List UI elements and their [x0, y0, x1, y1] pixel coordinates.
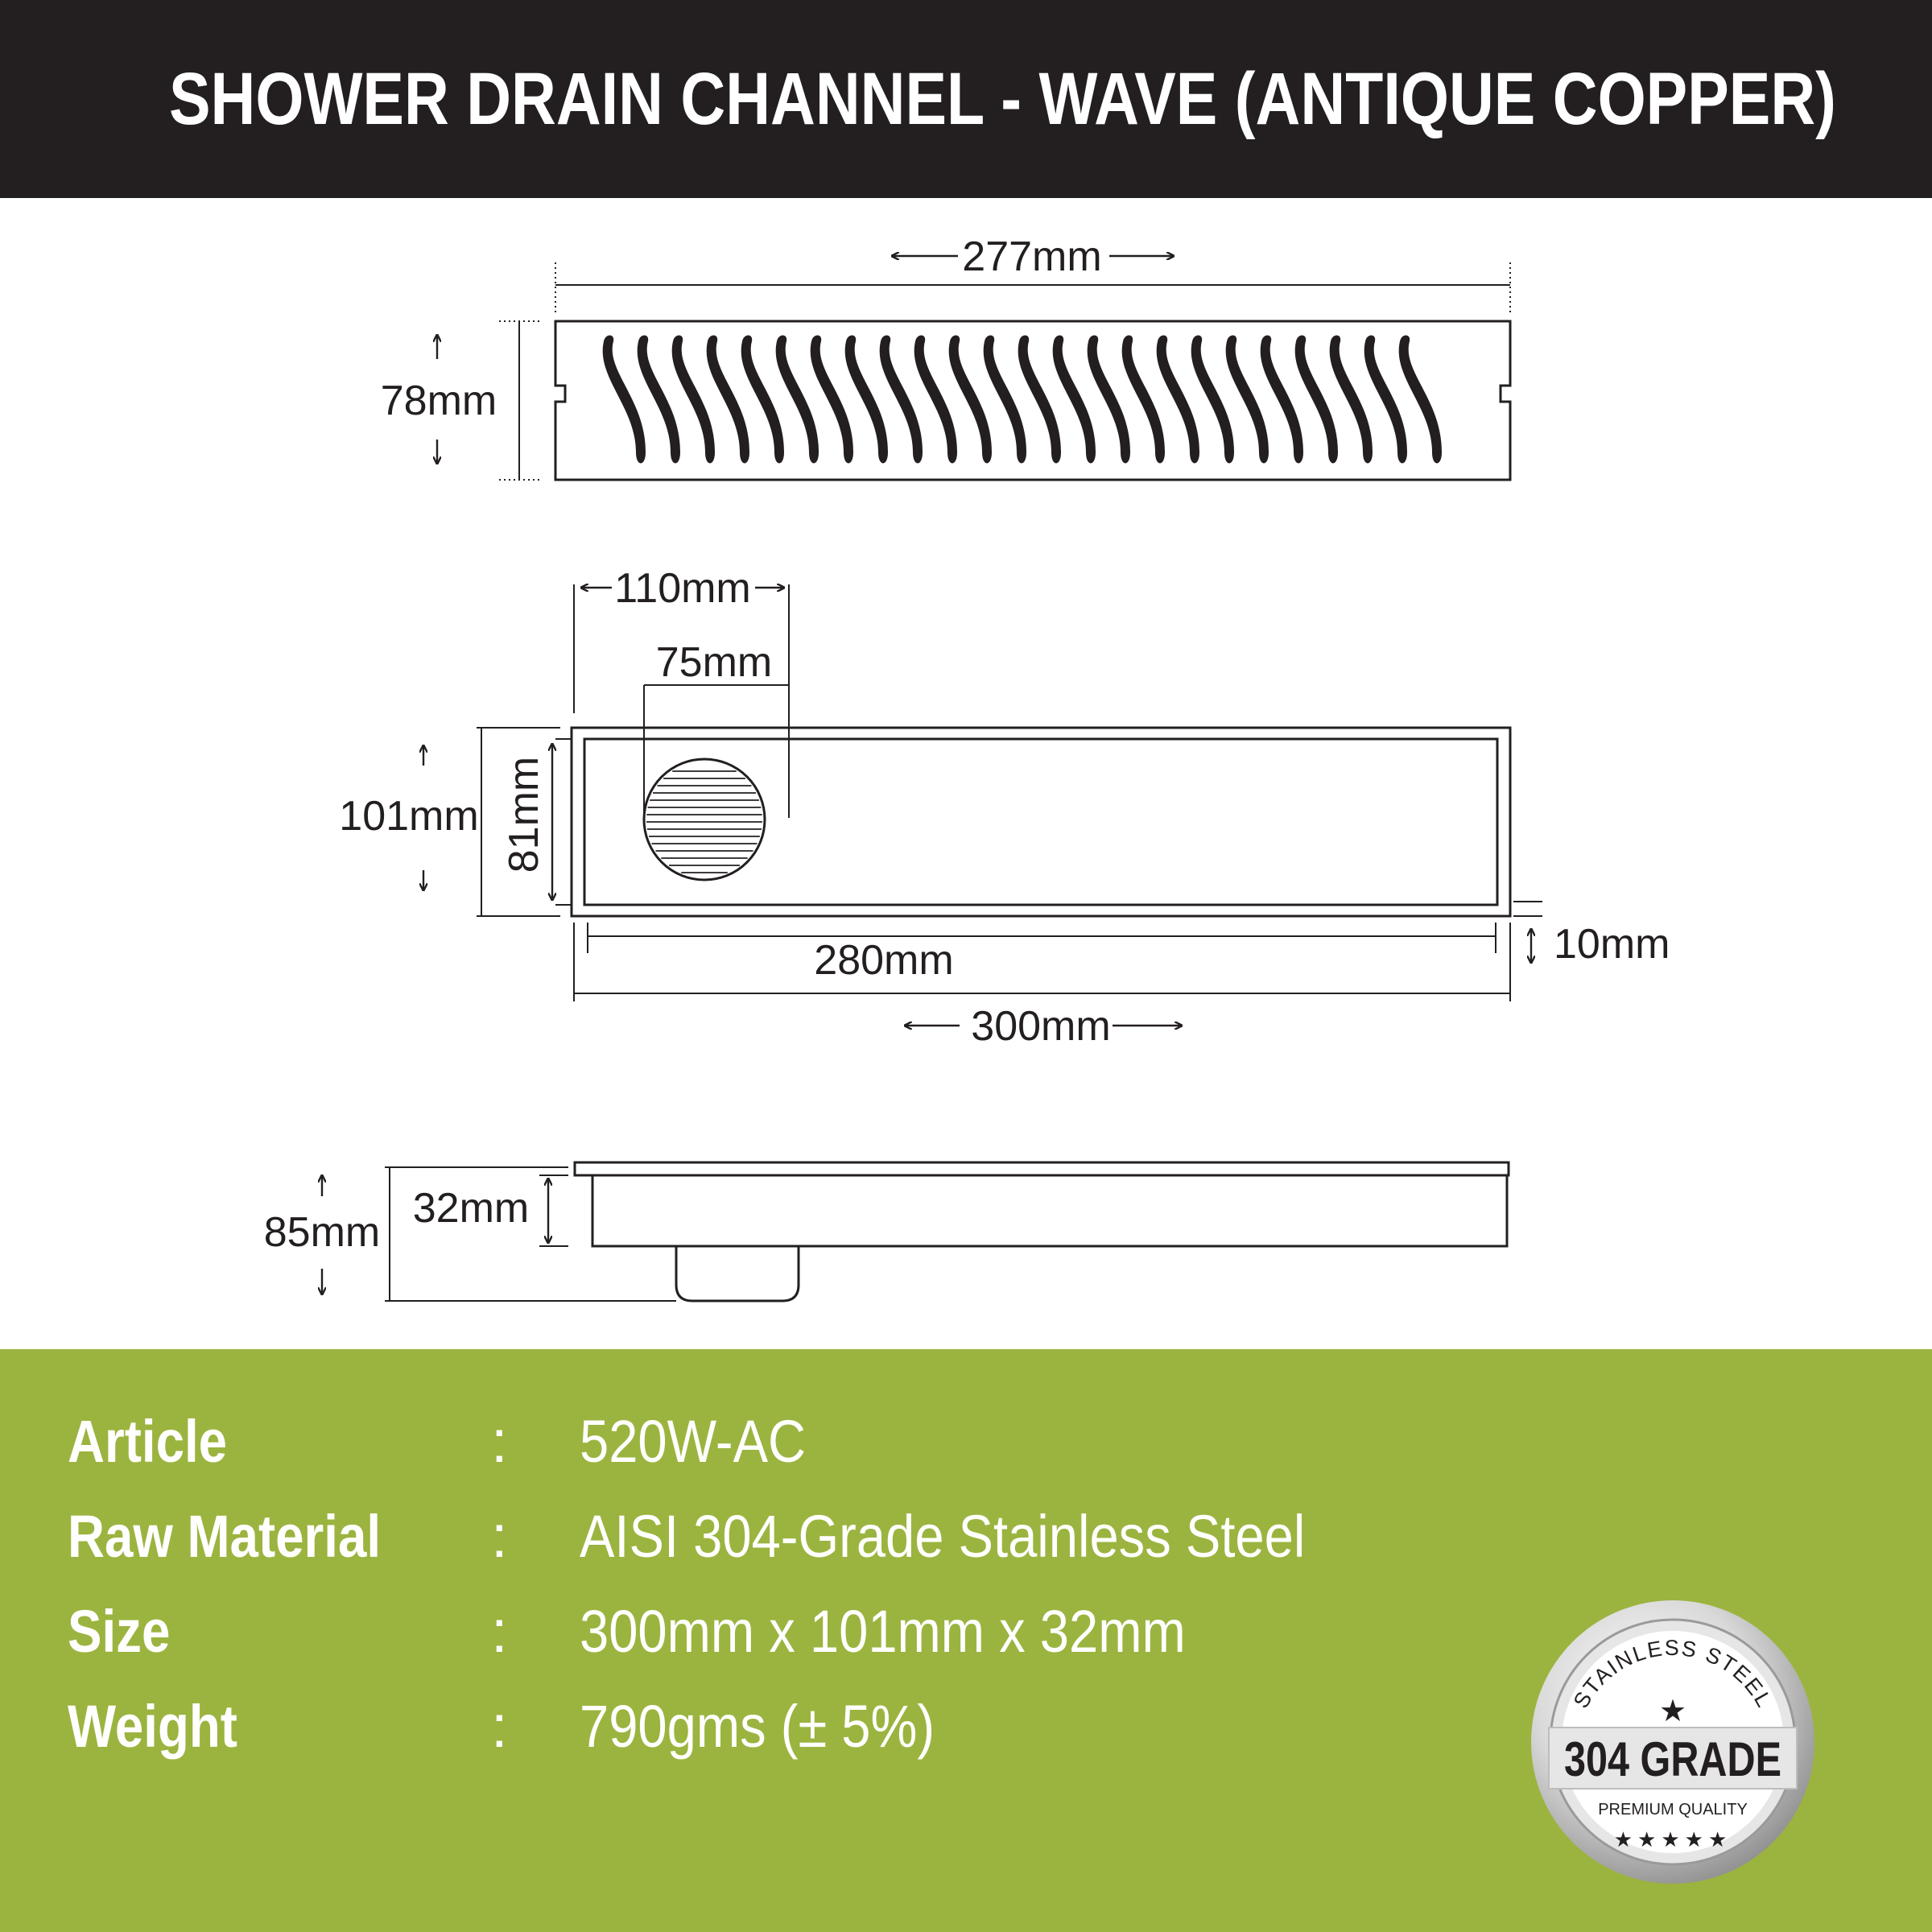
- wave-slot: [1225, 335, 1269, 464]
- wave-slot: [1087, 335, 1130, 464]
- spec-value: 300mm x 101mm x 32mm: [580, 1598, 1186, 1665]
- wave-slot: [914, 335, 957, 464]
- spec-row-raw-material: Raw Material : AISI 304-Grade Stainless …: [0, 1502, 1932, 1583]
- spec-label: Weight: [68, 1693, 237, 1760]
- wave-slot: [1121, 335, 1165, 464]
- spec-row-article: Article : 520W-AC: [0, 1407, 1932, 1488]
- side-outlet: [675, 1246, 800, 1302]
- side-flange: [573, 1161, 1510, 1177]
- spec-label: Raw Material: [68, 1503, 382, 1570]
- dim-outlet-offset: 110mm: [614, 565, 751, 612]
- channel-side-view: [573, 1161, 1510, 1302]
- spec-separator: :: [491, 1503, 508, 1570]
- spec-row-weight: Weight : 790gms (± 5%): [0, 1692, 1932, 1773]
- grate-outline: [554, 320, 1512, 481]
- wave-slot: [1294, 335, 1338, 464]
- page-title: SHOWER DRAIN CHANNEL - WAVE (ANTIQUE COP…: [169, 58, 1836, 140]
- spec-separator: :: [491, 1408, 508, 1475]
- badge-quality: PREMIUM QUALITY: [1598, 1801, 1748, 1818]
- spec-separator: :: [491, 1693, 508, 1760]
- grade-badge: STAINLESS STEEL ★ 304 GRADE PREMIUM QUAL…: [1531, 1600, 1814, 1884]
- wave-slot: [948, 335, 992, 464]
- wave-slot: [602, 335, 646, 464]
- technical-drawing: 277mm 78mm 110mm 75mm 101mm 81mm 280mm 1…: [264, 233, 1670, 1302]
- dim-inner-length: 280mm: [814, 937, 953, 984]
- header-bar: SHOWER DRAIN CHANNEL - WAVE (ANTIQUE COP…: [0, 0, 1932, 198]
- spec-separator: :: [491, 1598, 508, 1665]
- side-body: [591, 1175, 1509, 1248]
- dim-grate-length: 277mm: [962, 233, 1101, 280]
- badge-stars: ★★★★★: [1614, 1828, 1732, 1852]
- wave-slot: [706, 335, 749, 464]
- wave-slot: [879, 335, 923, 464]
- wave-slot: [741, 335, 784, 464]
- dim-inner-width: 81mm: [501, 757, 547, 873]
- badge-grade-band: [1548, 1727, 1798, 1790]
- wave-slot: [671, 335, 715, 464]
- dim-body-width: 101mm: [339, 793, 478, 840]
- wave-slot: [1260, 335, 1303, 464]
- spec-value: AISI 304-Grade Stainless Steel: [580, 1503, 1306, 1570]
- wave-slot: [1052, 335, 1096, 464]
- wave-slot: [1398, 335, 1442, 464]
- grate-top-view: [554, 320, 1512, 481]
- wave-slots: [602, 335, 1442, 464]
- wave-slot: [1191, 335, 1234, 464]
- wave-slot: [844, 335, 888, 464]
- wave-slot: [1364, 335, 1407, 464]
- channel-outer: [570, 726, 1512, 918]
- wave-slot: [1156, 335, 1199, 464]
- outlet-strainer: [642, 758, 766, 881]
- badge-star-icon: ★: [1659, 1693, 1686, 1728]
- dim-total-height: 85mm: [264, 1209, 380, 1256]
- spec-label: Article: [68, 1408, 228, 1475]
- wave-slot: [637, 335, 680, 464]
- wave-slot: [810, 335, 853, 464]
- channel-body-top-view: [570, 726, 1512, 918]
- wave-slot: [1018, 335, 1061, 464]
- spec-value: 790gms (± 5%): [580, 1693, 935, 1760]
- spec-row-size: Size : 300mm x 101mm x 32mm: [0, 1597, 1932, 1678]
- dim-flange: 10mm: [1554, 921, 1670, 968]
- dim-grate-width: 78mm: [381, 378, 497, 424]
- wave-slot: [775, 335, 819, 464]
- dim-depth: 32mm: [413, 1185, 529, 1232]
- wave-slot: [983, 335, 1026, 464]
- wave-slot: [1329, 335, 1373, 464]
- spec-label: Size: [68, 1598, 171, 1665]
- spec-value: 520W-AC: [580, 1408, 807, 1475]
- dim-outlet-diameter: 75mm: [656, 639, 772, 686]
- badge-grade: 304 GRADE: [1564, 1732, 1781, 1786]
- channel-inner: [583, 737, 1499, 906]
- dim-body-length: 300mm: [971, 1003, 1110, 1050]
